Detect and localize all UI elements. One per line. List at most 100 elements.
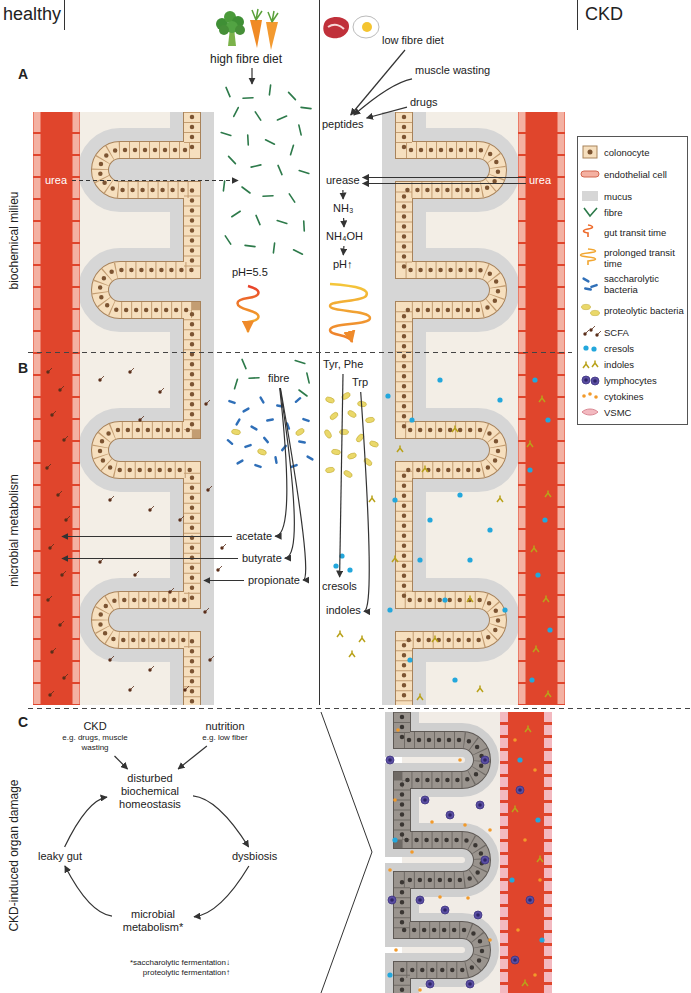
saccharolytic-bacteria: [266, 418, 274, 422]
indoles: [349, 651, 355, 658]
node-label: Tyr, Phe: [323, 358, 363, 371]
text-node: Tyr, Phe: [323, 358, 363, 371]
scfa: [158, 388, 164, 394]
scfa: [45, 368, 226, 697]
legend-box: [581, 249, 596, 265]
text-node: peptides: [322, 118, 364, 131]
damaged-gut: [402, 712, 500, 993]
fibre: [221, 130, 231, 138]
gut-ckd: [558, 112, 565, 705]
damaged-gut: [544, 712, 552, 993]
connector-arrow: [361, 392, 370, 611]
scfa: [64, 516, 70, 522]
saccharolytic-bacteria: [254, 464, 262, 469]
scfa: [178, 516, 184, 522]
cresols: [407, 657, 412, 662]
gut-healthy: [100, 112, 192, 705]
scfa: [220, 544, 226, 550]
proteolytic-bacteria: [331, 449, 341, 456]
cytokines: [458, 758, 462, 762]
fibre: [253, 112, 263, 120]
cytokines: [387, 726, 544, 992]
legend-box: [591, 310, 600, 315]
saccharolytic-bacteria: [298, 440, 306, 444]
cytokines: [513, 738, 517, 742]
scfa: [98, 376, 104, 382]
connector-arrow: [363, 177, 526, 178]
fibre: [295, 358, 305, 366]
connector-arrow: [280, 388, 294, 558]
indoles: [392, 556, 398, 563]
node-note: e.g. drugs, muscle wasting: [50, 733, 140, 753]
fibre: [294, 248, 303, 255]
fibre: [249, 373, 259, 383]
legend-box: [591, 346, 596, 351]
gut-ckd: [404, 112, 498, 705]
saccharolytic-bacteria: [263, 436, 270, 444]
cytokines: [512, 806, 518, 813]
legend-box: [582, 409, 598, 415]
lymphocytes: [476, 801, 484, 809]
cytokines: [522, 980, 528, 987]
lymphocytes: [388, 896, 396, 904]
legend-box: [588, 392, 592, 396]
text-node: urease: [326, 174, 360, 187]
proteolytic-bacteria: [323, 429, 332, 439]
indoles: [422, 466, 428, 473]
indoles: [545, 691, 551, 698]
fibre: [299, 221, 309, 231]
text-node: drugs: [410, 96, 438, 109]
gut-ckd: [519, 112, 526, 705]
indoles: [531, 546, 537, 553]
text-node: Trp: [352, 376, 368, 389]
cytokines: [387, 972, 392, 977]
cresols: [442, 597, 447, 602]
scfa: [138, 416, 144, 422]
fibre: [232, 209, 240, 219]
text-node: microbial metabolism*: [115, 908, 191, 934]
legend-text: mucus: [604, 191, 684, 202]
cytokines: [388, 868, 392, 872]
legend-text: colonocyte: [604, 147, 684, 158]
legend-text: lymphocytes: [604, 375, 684, 386]
section-label: microbial metabolism: [7, 474, 22, 587]
damaged-gut: [500, 712, 552, 993]
fibre: [223, 236, 233, 244]
scfa: [128, 686, 134, 692]
saccharolytic-bacteria: [259, 396, 265, 404]
gut-healthy: [100, 112, 192, 705]
proteolytic-bacteria: [340, 429, 349, 434]
fibre: [269, 243, 278, 253]
lymphocytes: [416, 896, 424, 904]
meat-egg-icon: [323, 16, 379, 38]
text-label: CKD: [585, 3, 623, 25]
zoom-bracket: [321, 712, 372, 993]
cresols: [547, 627, 552, 632]
gut-ckd: [404, 112, 498, 705]
scfa: [62, 436, 68, 442]
fibre: [242, 187, 250, 193]
saccharolytic-bacteria: [242, 407, 250, 413]
gut-healthy: [73, 112, 80, 705]
node-label: urease: [326, 174, 360, 187]
cresols: [427, 517, 432, 522]
proteolytic-bacteria: [369, 440, 379, 448]
connector-arrow: [178, 746, 207, 769]
gut-ckd: [404, 112, 498, 705]
proteolytic-bacteria: [343, 469, 353, 478]
fibre: [301, 103, 311, 112]
legend-box: [595, 331, 601, 337]
legend-text: cresols: [604, 343, 684, 354]
indoles: [467, 596, 473, 603]
text-node: disturbed biochemical homeostasis: [110, 772, 190, 811]
cytokines: [488, 828, 492, 832]
connector-arrow: [343, 246, 345, 255]
text-label: C: [18, 714, 28, 731]
fibre: [295, 125, 305, 135]
node-label: CKD: [50, 720, 140, 733]
legend-text: saccharolytic bacteria: [604, 273, 684, 295]
damaged-gut: [402, 712, 482, 993]
cytokines: [538, 878, 542, 882]
gut-ckd: [518, 112, 565, 705]
